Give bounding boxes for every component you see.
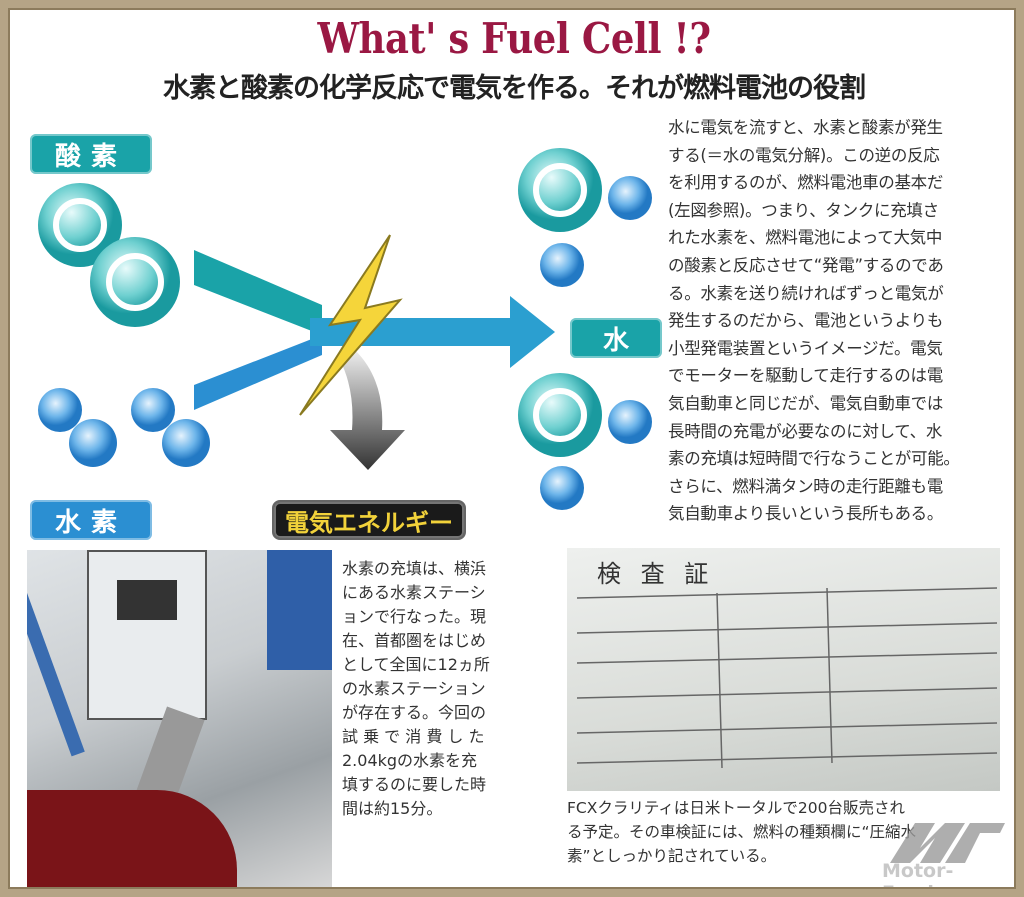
- caption-line: FCXクラリティは日米トータルで200台販売され: [567, 799, 906, 817]
- water-label: 水: [570, 318, 662, 358]
- energy-arrow: [330, 350, 405, 470]
- hydrogen-atoms: [38, 388, 210, 467]
- water-molecules: [518, 148, 652, 510]
- caption-line: にある水素ステーシ: [342, 583, 486, 602]
- lightning-bolt-icon: [299, 234, 403, 416]
- body-line: でモーターを駆動して走行するのは電: [668, 366, 943, 386]
- body-line: れた水素を、燃料電池によって大気中: [668, 228, 943, 248]
- electric-energy-label: 電気エネルギー: [272, 500, 466, 540]
- caption-line: 間は約15分。: [342, 799, 443, 818]
- body-line: さらに、燃料満タン時の走行距離も電: [668, 476, 943, 496]
- body-line: する(＝水の電気分解)。この逆の反応: [668, 145, 940, 165]
- inspection-certificate-photo: 検 査 証: [567, 548, 1000, 791]
- article-page: What' s Fuel Cell !? 水素と酸素の化学反応で電気を作る。それ…: [8, 8, 1016, 889]
- caption-line: 水素の充填は、横浜: [342, 559, 487, 578]
- caption-line: の水素ステーション: [342, 679, 486, 698]
- certificate-heading: 検 査 証: [597, 560, 715, 588]
- motor-fan-logo: [890, 823, 1005, 863]
- caption-line: として全国に12ヵ所: [342, 655, 490, 674]
- caption-line: 在、首都圏をはじめ: [342, 631, 487, 650]
- reaction-arrows: [38, 148, 652, 510]
- body-line: 素の充填は短時間で行なうことが可能。: [668, 449, 960, 469]
- certificate-form-lines: [576, 587, 998, 769]
- caption-line: 2.04kgの水素を充: [342, 751, 478, 770]
- caption-line: ョンで行なった。現: [342, 607, 487, 626]
- body-line: 気自動車と同じだが、電気自動車では: [668, 393, 944, 413]
- caption-line: が存在する。今回の: [342, 703, 487, 722]
- body-line: の酸素と反応させて“発電”するのであ: [668, 255, 944, 275]
- body-line: 長時間の充電が必要なのに対して、水: [668, 421, 943, 441]
- body-line: (左図参照)。つまり、タンクに充填さ: [668, 200, 939, 220]
- watermark: Motor-Fan.jp: [882, 860, 954, 887]
- body-line: る。水素を送り続ければずっと電気が: [668, 283, 944, 303]
- certificate-caption: FCXクラリティは日米トータルで200台販売され る予定。その車検証には、燃料の…: [567, 796, 916, 868]
- caption-line: 試 乗 で 消 費 し た: [342, 727, 485, 746]
- photo-caption: 水素の充填は、横浜 にある水素ステーシ ョンで行なった。現 在、首都圏をはじめ …: [342, 557, 490, 821]
- oxygen-arrow: [194, 250, 322, 335]
- body-line: を利用するのが、燃料電池車の基本だ: [668, 173, 944, 193]
- caption-line: る予定。その車検証には、燃料の種類欄に“圧縮水: [567, 823, 917, 841]
- oxygen-label: 酸素: [30, 134, 152, 174]
- caption-line: 填するのに要した時: [342, 775, 487, 794]
- oxygen-atoms: [38, 183, 180, 327]
- body-text: 水に電気を流すと、水素と酸素が発生 する(＝水の電気分解)。この逆の反応 を利用…: [668, 114, 960, 528]
- fuel-cell-diagram: 酸素 水素 水 電気エネルギー: [10, 110, 670, 550]
- hydrogen-station-photo: [27, 550, 332, 887]
- page-title: What' s Fuel Cell !?: [317, 14, 711, 63]
- body-line: 水に電気を流すと、水素と酸素が発生: [668, 118, 943, 137]
- body-line: 小型発電装置というイメージだ。電気: [668, 338, 943, 358]
- caption-line: 素”としっかり記されている。: [567, 847, 777, 865]
- body-line: 気自動車より長いという長所もある。: [668, 504, 944, 524]
- water-arrow: [310, 296, 555, 368]
- page-subtitle: 水素と酸素の化学反応で電気を作る。それが燃料電池の役割: [163, 73, 866, 104]
- body-line: 発生するのだから、電池というよりも: [668, 311, 944, 331]
- hydrogen-label: 水素: [30, 500, 152, 540]
- hydrogen-arrow: [194, 335, 322, 410]
